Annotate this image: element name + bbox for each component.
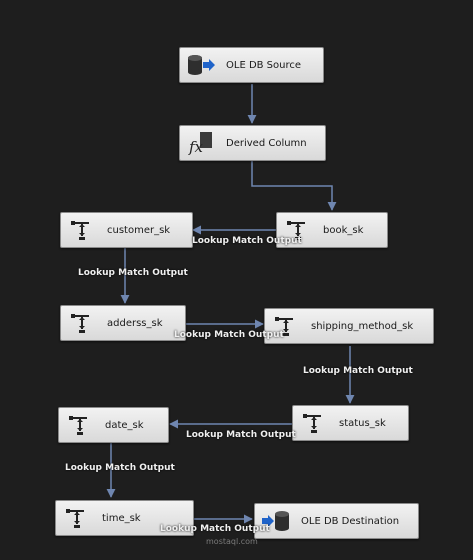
database-source-icon — [186, 52, 216, 78]
node-label: adderss_sk — [107, 317, 163, 329]
node-label: book_sk — [323, 224, 364, 236]
lookup-icon — [299, 410, 329, 436]
lookup-icon — [62, 505, 92, 531]
database-destination-icon — [261, 508, 291, 534]
book-sk-node[interactable]: book_sk — [276, 212, 388, 248]
status-sk-node[interactable]: status_sk — [292, 405, 409, 441]
lookup-icon — [271, 313, 301, 339]
customer-sk-node[interactable]: customer_sk — [60, 212, 193, 248]
shipping-method-sk-node[interactable]: shipping_method_sk — [264, 308, 434, 344]
ole-db-source-node[interactable]: OLE DB Source — [179, 47, 324, 83]
time-sk-node[interactable]: time_sk — [55, 500, 194, 536]
lookup-icon — [67, 310, 97, 336]
date-sk-node[interactable]: date_sk — [58, 407, 169, 443]
node-label: shipping_method_sk — [311, 320, 414, 332]
ole-db-destination-node[interactable]: OLE DB Destination — [254, 503, 419, 539]
node-label: OLE DB Source — [226, 59, 302, 71]
derived-column-node[interactable]: fx Derived Column — [179, 125, 326, 161]
lookup-icon — [67, 217, 97, 243]
adderss-sk-node[interactable]: adderss_sk — [60, 305, 186, 341]
connector-derived-to-book[interactable] — [251, 161, 337, 211]
node-label: OLE DB Destination — [301, 515, 400, 527]
node-label: Derived Column — [226, 137, 307, 149]
svg-text:fx: fx — [188, 138, 204, 156]
node-label: time_sk — [102, 512, 141, 524]
node-label: date_sk — [105, 419, 144, 431]
fx-icon: fx — [186, 130, 216, 156]
lookup-icon — [283, 217, 313, 243]
node-label: customer_sk — [107, 224, 171, 236]
node-label: status_sk — [339, 417, 386, 429]
watermark: mostaql.com — [206, 537, 258, 546]
lookup-icon — [65, 412, 95, 438]
